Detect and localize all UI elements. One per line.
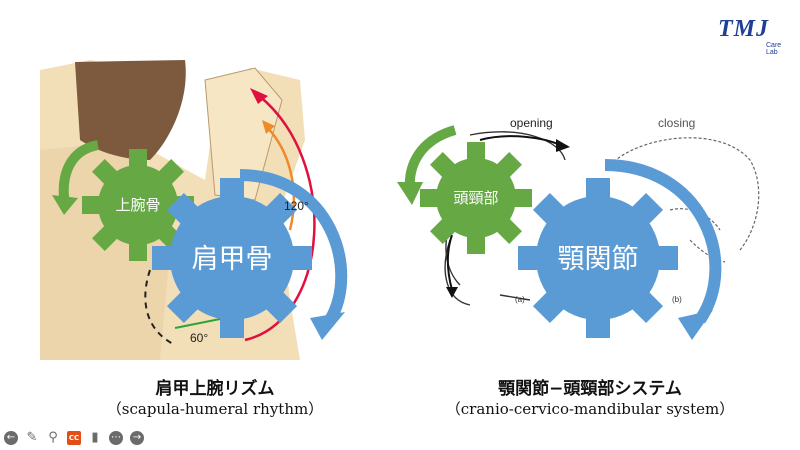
red-arrow bbox=[244, 94, 316, 342]
red-arrowhead bbox=[250, 88, 268, 104]
forward-icon[interactable]: → bbox=[130, 431, 144, 445]
opening-arrow bbox=[479, 135, 561, 146]
video-icon[interactable]: ▮ bbox=[91, 430, 99, 445]
left-caption-en: （scapula-humeral rhythm） bbox=[106, 400, 324, 418]
opening-down-arrow bbox=[446, 234, 453, 291]
blue-arrow-right bbox=[604, 159, 722, 324]
tmj-logo: TMJ Care Lab bbox=[718, 14, 788, 56]
logo-mark: TMJ bbox=[718, 16, 769, 42]
back-icon[interactable]: ← bbox=[4, 431, 18, 445]
slideshow-controls: ← ✎ ⚲ CC ▮ ⋯ → bbox=[4, 430, 144, 446]
opening-label: opening bbox=[510, 116, 553, 130]
angle-bottom-label: 60° bbox=[190, 331, 208, 345]
orange-arrow bbox=[264, 124, 296, 231]
hair bbox=[75, 60, 186, 160]
angle-line-green bbox=[174, 317, 226, 329]
closing-label: closing bbox=[658, 116, 695, 130]
cc-icon[interactable]: CC bbox=[67, 431, 81, 445]
scapula-outline bbox=[144, 269, 176, 346]
blue-arrowhead-left bbox=[310, 312, 345, 340]
logo-subtitle: Care Lab bbox=[766, 42, 782, 56]
gear-humerus-label: 上腕骨 bbox=[115, 196, 160, 214]
gear-tmj-label: 顎関節 bbox=[558, 244, 639, 275]
gear-scapula bbox=[152, 178, 312, 338]
sketch-label-b: (b) bbox=[672, 295, 682, 304]
green-arrowhead-left bbox=[52, 195, 78, 215]
zoom-icon[interactable]: ⚲ bbox=[48, 430, 58, 445]
blue-arrowhead-right bbox=[678, 310, 713, 340]
angle-top-label: 120° bbox=[284, 199, 309, 213]
sketch-label-a: (a) bbox=[515, 295, 525, 304]
left-caption-jp: 肩甲上腕リズム bbox=[155, 379, 275, 399]
green-arrowhead-right bbox=[397, 182, 423, 205]
green-arrow-left bbox=[58, 140, 100, 206]
gear-tmj bbox=[518, 178, 678, 338]
gear-scapula-label: 肩甲骨 bbox=[192, 244, 273, 275]
right-caption-en: （cranio-cervico-mandibular system） bbox=[445, 400, 735, 418]
gear-head-neck-label: 頭頸部 bbox=[453, 189, 498, 207]
right-caption-jp: 顎関節−頭頸部システム bbox=[498, 379, 682, 399]
orange-arrowhead bbox=[262, 120, 275, 134]
more-icon[interactable]: ⋯ bbox=[109, 431, 123, 445]
raised-arm bbox=[204, 67, 283, 201]
blue-arrow-left bbox=[239, 169, 348, 324]
pen-icon[interactable]: ✎ bbox=[26, 430, 38, 445]
